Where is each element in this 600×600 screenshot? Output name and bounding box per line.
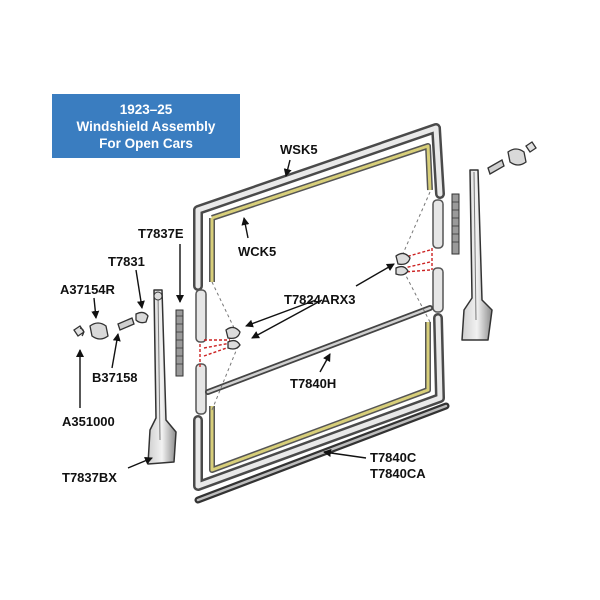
part-labels: WSK5 WCK5 T7837E T7831 A37154R B37158 A3… xyxy=(60,142,426,485)
bottom-rubber-t7840c xyxy=(194,402,450,504)
label-t7837bx: T7837BX xyxy=(62,470,117,485)
label-t7840h: T7840H xyxy=(290,376,336,391)
label-t7840ca: T7840CA xyxy=(370,466,426,481)
left-post-t7837bx xyxy=(147,289,177,465)
upper-frame-wsk5 xyxy=(193,123,445,291)
side-seal-segments xyxy=(195,199,444,415)
title-assembly: Windshield Assembly xyxy=(76,118,216,134)
label-b37158: B37158 xyxy=(92,370,138,385)
lower-frame xyxy=(193,313,445,491)
label-wck5: WCK5 xyxy=(238,244,276,259)
right-hardware xyxy=(487,141,537,175)
label-wsk5: WSK5 xyxy=(280,142,318,157)
label-a351000: A351000 xyxy=(62,414,115,429)
label-t7840c: T7840C xyxy=(370,450,417,465)
left-hardware xyxy=(73,311,149,340)
title-box: 1923–25 Windshield Assembly For Open Car… xyxy=(52,94,240,158)
label-t7837e: T7837E xyxy=(138,226,184,241)
label-a37154r: A37154R xyxy=(60,282,116,297)
seal-strip-t7837e xyxy=(175,309,184,377)
middle-rod-t7840h xyxy=(205,305,433,395)
title-years: 1923–25 xyxy=(119,101,173,117)
title-subtitle: For Open Cars xyxy=(99,135,193,151)
label-t7831: T7831 xyxy=(108,254,145,269)
hinge-parts xyxy=(225,252,411,350)
leader-arrows xyxy=(76,159,395,469)
label-t7824arx3: T7824ARX3 xyxy=(284,292,356,307)
right-post xyxy=(451,169,493,341)
